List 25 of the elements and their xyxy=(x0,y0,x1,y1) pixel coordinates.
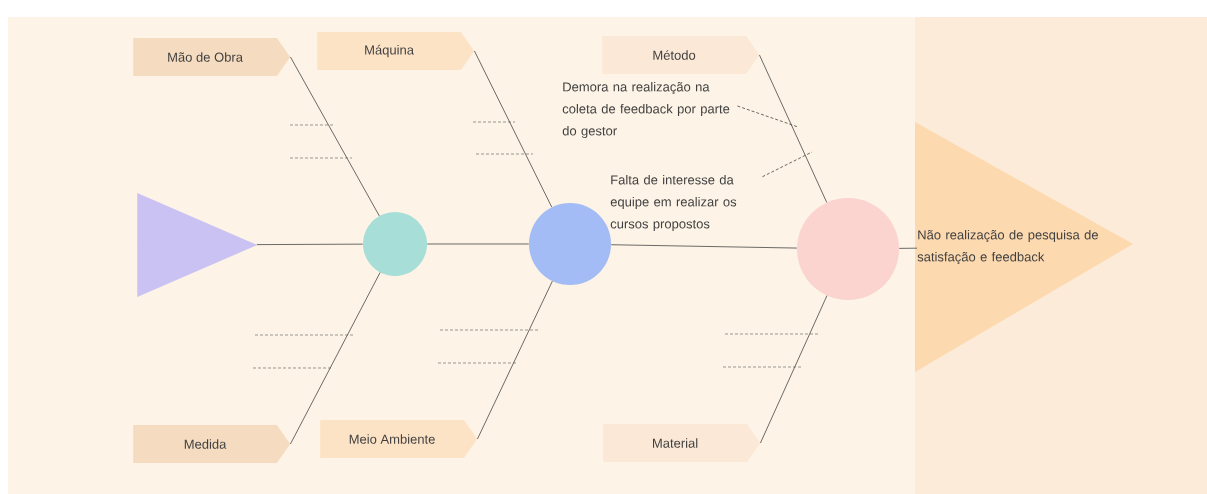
fishbone-line xyxy=(477,280,553,440)
leader-line xyxy=(737,105,799,128)
cause-text: Demora na realização na coleta de feedback por parte do gestor xyxy=(562,81,730,139)
head-triangle: Não realização de pesquisa de satisfação e feedback xyxy=(915,122,1133,372)
fishbone-line xyxy=(898,247,918,249)
category-tag: Método xyxy=(602,36,760,74)
cause-circle xyxy=(529,203,611,285)
fishbone-line xyxy=(256,243,364,245)
fishbone-line xyxy=(290,272,381,445)
leader-line xyxy=(762,151,813,178)
category-tag: Meio Ambiente xyxy=(320,420,478,458)
tail-triangle xyxy=(137,193,258,297)
fishbone-line xyxy=(759,54,828,203)
category-tag: Medida xyxy=(133,425,291,463)
cause-circle xyxy=(797,198,899,300)
fishbone-line xyxy=(474,50,553,208)
fishbone-line xyxy=(290,56,380,217)
cause-text: Falta de interesse da equipe em realizar os cursos propostos xyxy=(610,174,737,232)
cause-circle xyxy=(363,212,427,276)
category-tag: Material xyxy=(603,424,761,462)
fishbone-line xyxy=(610,244,798,249)
category-tag: Máquina xyxy=(317,32,475,70)
fishbone-line xyxy=(760,295,828,444)
fishbone-line xyxy=(426,243,530,245)
category-tag: Mão de Obra xyxy=(133,38,291,76)
